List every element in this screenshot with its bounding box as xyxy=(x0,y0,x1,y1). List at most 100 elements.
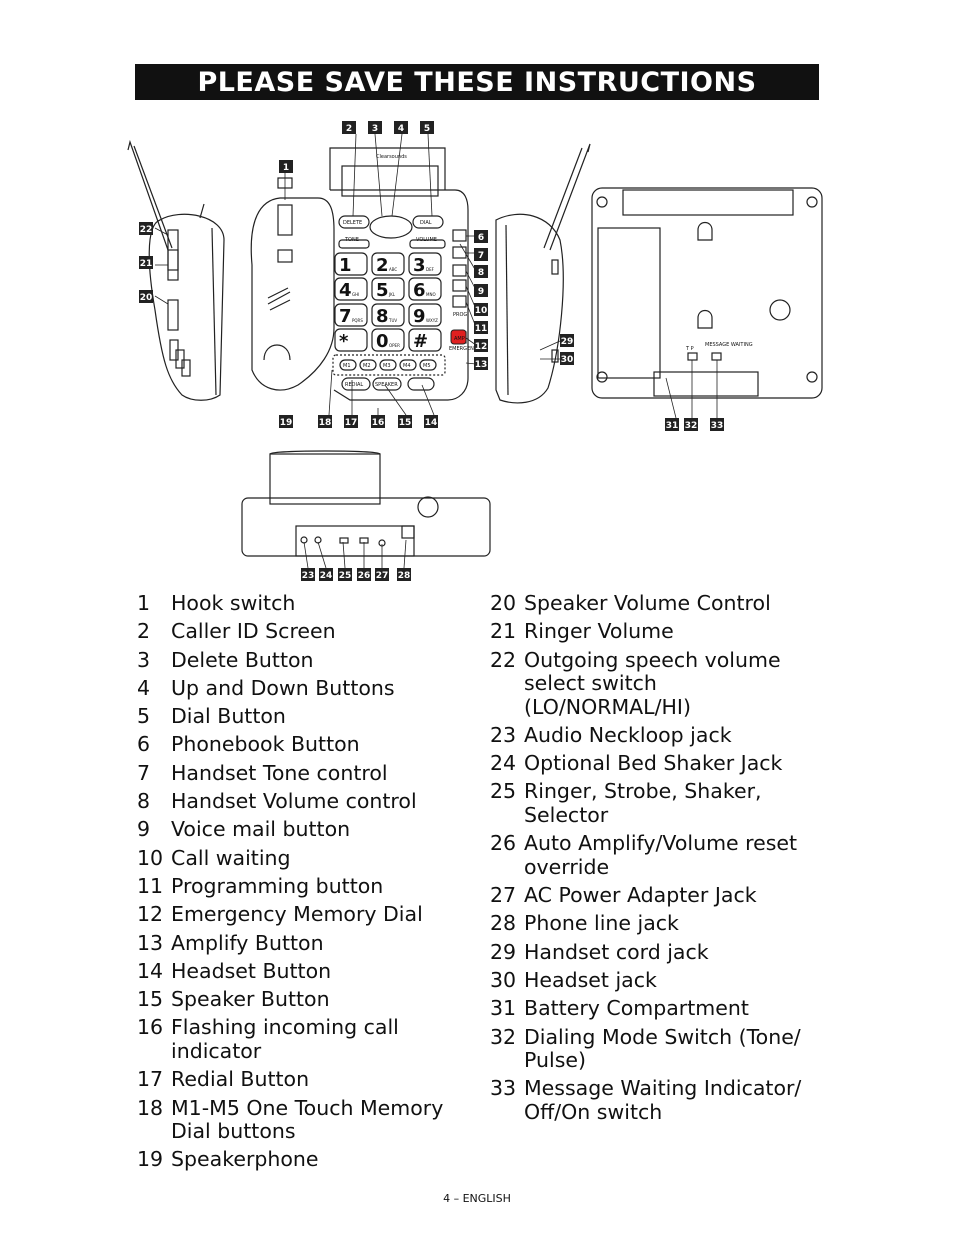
legend-text: Caller ID Screen xyxy=(171,619,336,644)
memory-key-label: M1 xyxy=(343,363,351,369)
page-footer: 4 – ENGLISH xyxy=(443,1192,511,1205)
keypad-digit: 2 xyxy=(376,255,389,276)
emergency-key-fill xyxy=(450,329,467,345)
legend-text: Call waiting xyxy=(171,845,291,870)
keypad-digit: 3 xyxy=(413,255,426,276)
callout-box xyxy=(338,568,352,581)
legend-text: Handset Volume control xyxy=(171,789,417,814)
legend-item: 2 Caller ID Screen xyxy=(137,620,467,644)
callout-box xyxy=(420,121,434,134)
legend-number: 22 xyxy=(490,647,517,672)
legend-number: 32 xyxy=(490,1024,517,1049)
callout-number: 22 xyxy=(140,225,153,235)
legend-text: Dial Button xyxy=(171,704,286,729)
back-view xyxy=(241,450,491,557)
legend-text: Phonebook Button xyxy=(171,732,360,757)
callout-number: 29 xyxy=(561,337,574,347)
callout-box xyxy=(474,230,488,243)
dial-key-label: DIAL xyxy=(420,220,432,226)
legend-number: 4 xyxy=(137,675,151,700)
callout-number: 16 xyxy=(372,418,385,428)
legend-text: Emergency Memory Dial xyxy=(171,902,423,927)
keypad-digit: 6 xyxy=(413,280,426,301)
legend-item: 7 Handset Tone control xyxy=(137,760,467,786)
callout-number: 4 xyxy=(398,124,404,134)
callout-number: 17 xyxy=(345,418,358,428)
legend-text: Audio Neckloop jack xyxy=(524,722,732,747)
message-waiting-label: MESSAGE WAITING xyxy=(705,342,753,348)
legend-item: 28 Phone line jack xyxy=(490,912,830,936)
keypad-digit: 1 xyxy=(339,255,352,276)
callout-box xyxy=(344,415,358,428)
legend-text: Delete Button xyxy=(171,647,314,672)
callout-box xyxy=(279,160,293,173)
legend-number: 31 xyxy=(490,996,517,1021)
callout-box xyxy=(139,222,153,235)
left-side-view xyxy=(127,139,225,401)
legend-text: Handset Tone control xyxy=(171,760,388,785)
legend-number: 28 xyxy=(490,911,517,936)
legend-number: 26 xyxy=(490,831,517,856)
callout-number: 12 xyxy=(475,342,488,352)
legend-number: 12 xyxy=(137,902,164,927)
keypad-letters: DEF xyxy=(426,267,435,272)
legend-item: 22 Outgoing speech volume select switch (… xyxy=(490,647,830,720)
callout-number: 19 xyxy=(280,418,293,428)
callout-box xyxy=(301,568,315,581)
callout-number: 5 xyxy=(424,124,430,134)
legend-text: Phone line jack xyxy=(524,911,679,936)
keypad-letters: ABC xyxy=(389,267,397,272)
prog-key-label: PROG xyxy=(453,312,467,318)
callout-number: 32 xyxy=(685,421,698,431)
bottom-view xyxy=(591,187,823,399)
legend-text: Optional Bed Shaker Jack xyxy=(524,751,783,776)
legend-number: 2 xyxy=(137,619,151,644)
callout-box xyxy=(398,415,412,428)
callout-box xyxy=(368,121,382,134)
legend-number: 21 xyxy=(490,619,517,644)
delete-key-label: DELETE xyxy=(343,220,362,226)
callout-number: 10 xyxy=(475,306,488,316)
legend-number: 25 xyxy=(490,779,517,804)
legend-number: 17 xyxy=(137,1067,164,1092)
tone-label: TONE xyxy=(344,237,359,243)
amp-key-label: AMP xyxy=(454,336,465,342)
callout-number: 21 xyxy=(140,259,153,269)
callout-box xyxy=(474,265,488,278)
keypad-digit: * xyxy=(339,331,349,352)
callout-number: 1 xyxy=(283,163,289,173)
callout-number: 8 xyxy=(478,268,484,278)
callout-number: 26 xyxy=(358,571,371,581)
callout-box xyxy=(279,415,293,428)
callout-number: 28 xyxy=(398,571,411,581)
callout-number: 31 xyxy=(666,421,679,431)
legend-text: Speaker Button xyxy=(171,987,330,1012)
legend-number: 23 xyxy=(490,722,517,747)
callout-box xyxy=(318,415,332,428)
emergency-key-label: EMERGENCY xyxy=(449,346,481,352)
callout-box xyxy=(139,290,153,303)
legend-text: Outgoing speech volume select switch (LO… xyxy=(524,647,781,719)
legend-number: 7 xyxy=(137,760,151,785)
callout-box xyxy=(424,415,438,428)
callout-box xyxy=(474,303,488,316)
callout-box xyxy=(560,334,574,347)
keypad-outlines xyxy=(334,252,442,352)
